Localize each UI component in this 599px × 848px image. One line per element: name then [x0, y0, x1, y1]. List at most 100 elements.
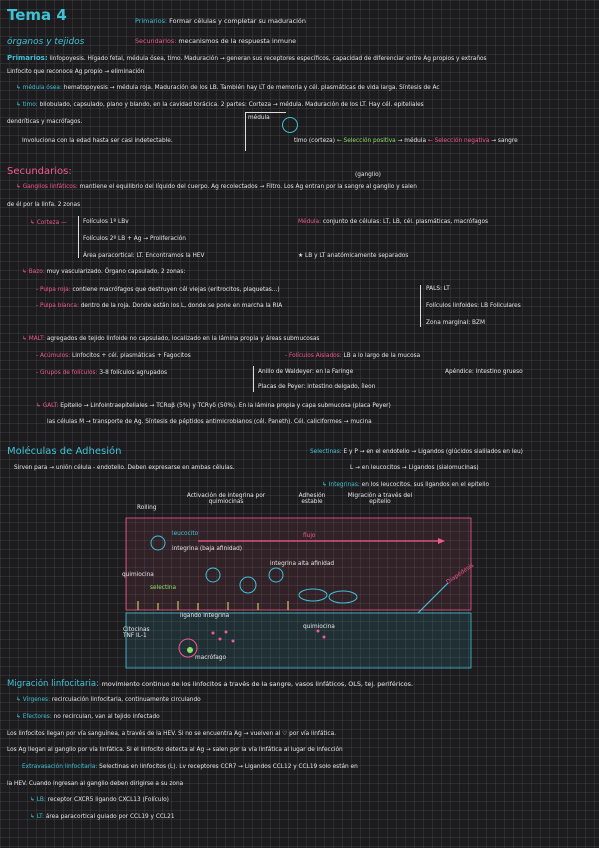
integrinas-label: Integrinas:	[328, 482, 360, 488]
sec-label: Secundarios:	[135, 37, 177, 45]
grupos-text: 3-8 folículos agrupados	[99, 370, 168, 376]
migracion-l3: la HEV. Cuando ingresan al ganglio deben…	[7, 781, 184, 787]
lb-label: LB:	[36, 797, 46, 803]
diapedesis-path	[417, 582, 449, 614]
grupos-label: Grupos de folículos:	[39, 370, 98, 376]
label-integrina-baja: integrina (baja afinidad)	[172, 546, 243, 552]
migracion-title-text: movimiento continuo de los linfocitos a …	[101, 680, 414, 688]
adhesion-title: Moléculas de Adhesión	[7, 446, 122, 457]
galt-l2: las células M → transporte de Ag. Síntes…	[47, 419, 372, 425]
label-quimiocina: quimiocina	[122, 572, 154, 578]
leucocito-cell-6	[328, 590, 358, 604]
galt-label: GALT:	[42, 403, 59, 409]
bazo-label: Bazo:	[28, 269, 45, 275]
timo-medula-box: médula	[248, 115, 270, 121]
timo-corteza: timo (corteza)	[294, 138, 335, 144]
diagram-activacion: Activación de integrina por quimiocinas	[186, 493, 266, 505]
corteza-label: ↳ Corteza —	[30, 220, 67, 226]
placas-peyer: Placas de Peyer: intestino delgado, íleo…	[258, 384, 376, 390]
label-integrina-alta: integrina alta afinidad	[270, 561, 335, 567]
seleccion-negativa: ← Selección negativa	[427, 138, 490, 144]
label-citocinas: Citocinas TNF IL-1	[123, 627, 150, 639]
primarios-label: Primarios:	[7, 54, 48, 62]
medula-arrow: → médula	[397, 138, 427, 144]
corteza-item-2: Folículos 2º LB + Ag → Proliferación	[83, 236, 186, 242]
cell-icon	[282, 117, 298, 133]
pulpa-roja-text: contiene macrófagos que destruyen cél vi…	[72, 287, 280, 293]
leucocito-cell-3	[239, 576, 257, 594]
efectores-text: no recirculan, van al tejido infectado	[53, 714, 160, 720]
primarios-l2: Linfocito que reconoce Ag propio → elimi…	[7, 69, 145, 75]
corteza-brace	[78, 216, 79, 258]
sec-text: mecanismos de la respuesta inmune	[178, 37, 297, 45]
selectinas-label: Selectinas:	[310, 449, 342, 455]
medula-label: Médula:	[298, 219, 322, 225]
zona-marginal: Zona marginal: BZM	[426, 320, 485, 326]
pulpa-brace	[420, 285, 421, 327]
page-title: Tema 4	[7, 6, 67, 24]
diagram-adhesion-estable: Adhesión estable	[298, 493, 326, 505]
prim-text: Formar células y completar su maduración	[169, 17, 306, 25]
page-subtitle: órganos y tejidos	[7, 37, 85, 47]
medula-text: conjunto de células: LT, LB, cél. plasmá…	[322, 219, 489, 225]
integrinas-text: en los leucocitos. sus ligandos en el ep…	[361, 482, 490, 488]
virgenes-label: Vírgenes:	[22, 697, 51, 703]
timo-l1: bilobulado, capsulado, plano y blando, e…	[39, 102, 424, 108]
lt-label: LT:	[36, 814, 44, 820]
corteza-item-3: Área paracortical: LT. Encontramos la HE…	[83, 253, 205, 259]
galt-l1: Epitelio → Linfointraepiteliales → TCRαβ…	[60, 403, 391, 409]
ganglios-l1: mantiene el equilibrio del líquido del c…	[79, 184, 417, 190]
corteza-item-1: Folículos 1º LBv	[83, 219, 129, 225]
adhesion-text: Sirven para → unión célula - endotelio. …	[14, 465, 235, 471]
diagram-rolling: Rolling	[137, 505, 157, 511]
timo-l3: Involuciona con la edad hasta ser casi i…	[22, 138, 173, 144]
timo-label: timo:	[22, 102, 38, 108]
label-macrofago: macrófago	[195, 655, 227, 661]
migracion-title: Migración linfocitaria:	[7, 679, 99, 689]
foliculos-aislados-label: Folículos Aislados:	[288, 353, 342, 359]
acumulos-text: Linfocitos + cél. plasmáticas + Fagocito…	[71, 353, 191, 359]
label-ligando: ligando integrina	[180, 613, 230, 619]
diagram-migracion: Migración a través del epitelio	[347, 493, 413, 505]
extravasacion-label: Extravasación linfocitaria:	[22, 764, 98, 770]
acumulos-label: Acúmulos:	[39, 353, 71, 359]
ganglios-label: Ganglios linfáticos:	[22, 184, 78, 190]
apendice: Apéndice: intestino grueso	[445, 369, 523, 375]
macrofago-cell	[178, 638, 198, 658]
extravasacion-text: Selectinas en linfocitos (L). Lv recepto…	[99, 764, 358, 770]
label-leucocito: leucocito	[172, 531, 199, 537]
pulpa-roja-label: Pulpa roja:	[39, 287, 71, 293]
medula-note: ★ LB y LT anatómicamente separados	[298, 253, 409, 259]
vessel-lumen	[125, 517, 472, 611]
anillo-waldeyer: Anillo de Waldeyer: en la Faringe	[258, 369, 354, 375]
migracion-l1: Los linfocitos llegan por vía sanguínea,…	[7, 731, 336, 737]
ganglios-l2: de él por la linfa. 2 zonas	[7, 202, 81, 208]
pals: PALS: LT	[426, 286, 450, 292]
sangre: → sangre	[491, 138, 518, 144]
ganglio-note: (ganglio)	[355, 172, 381, 178]
secundarios-title: Secundarios:	[7, 166, 72, 177]
prim-label: Primarios:	[135, 17, 168, 25]
macrofago-nucleus	[187, 647, 193, 653]
leucocito-cell-1	[150, 535, 166, 551]
leucocito-cell-5	[298, 588, 328, 602]
label-flujo: flujo	[303, 533, 316, 539]
pulpa-blanca-label: Pulpa blanca:	[39, 303, 79, 309]
label-quimiocina-2: quimiocina	[303, 624, 335, 630]
malt-text: agregados de tejido linfoide no capsulad…	[46, 336, 320, 342]
virgenes-text: recirculación linfocitaria, continuament…	[51, 697, 201, 703]
flow-arrowhead	[438, 538, 445, 544]
pulpa-blanca-text: dentro de la roja. Donde están los L, do…	[80, 303, 283, 309]
seleccion-positiva: ← Selección positiva	[336, 138, 396, 144]
selectinas-l2: L → en leucocitos → Ligandos (sialomucin…	[350, 465, 479, 471]
leucocito-cell-2	[205, 567, 221, 583]
selectinas-l1: E y P → en el endotelio → Ligandos (glúc…	[343, 449, 523, 455]
foliculos-linfoides: Folículos linfoides: LB Foliculares	[426, 303, 521, 309]
lb-text: receptor CXCR5 ligando CXCL13 (Folículo)	[47, 797, 169, 803]
adhesion-diagram	[125, 517, 472, 669]
leucocito-cell-4	[268, 567, 284, 583]
efectores-label: Efectores:	[22, 714, 52, 720]
medula-osea-label: médula ósea:	[22, 85, 62, 91]
lt-text: área paracortical guiado por CCL19 y CCL…	[45, 814, 175, 820]
label-selectina: selectina	[150, 585, 177, 591]
